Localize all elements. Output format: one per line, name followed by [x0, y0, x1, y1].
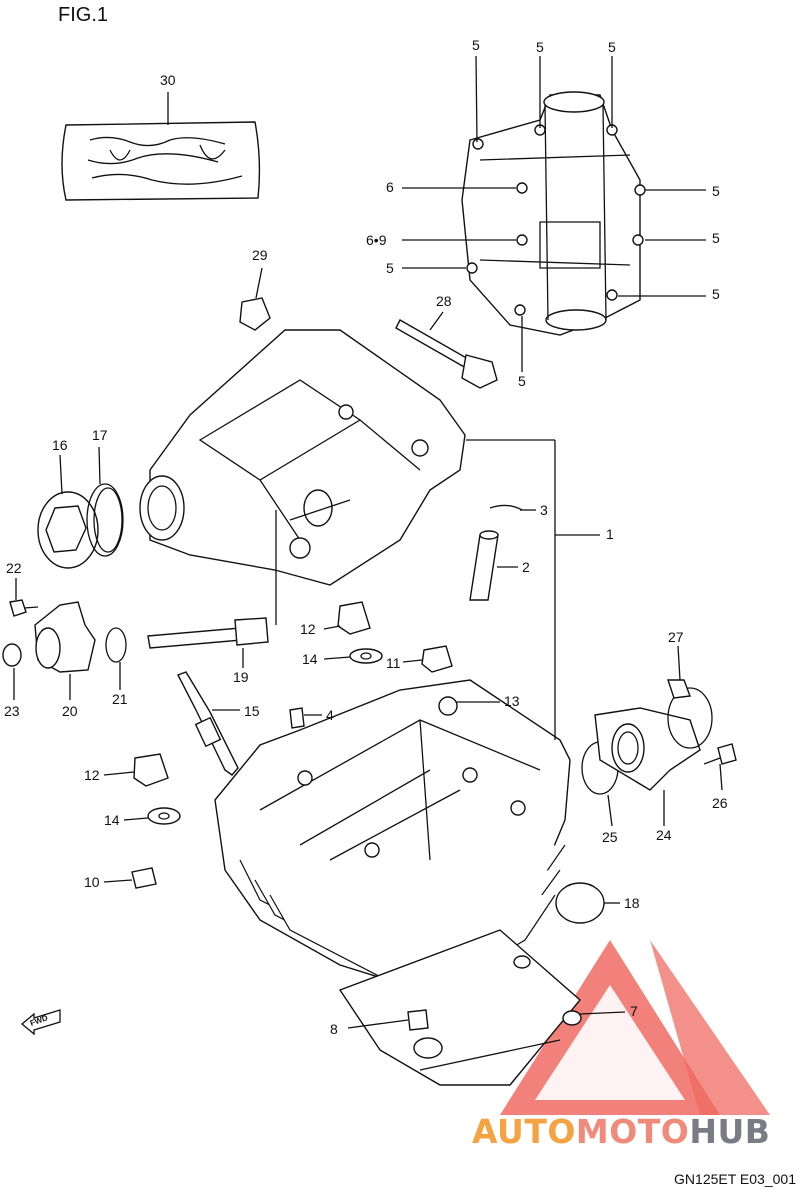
callout-5: 5	[712, 230, 720, 246]
cap-nut	[239, 297, 271, 331]
callout-4: 4	[326, 707, 334, 723]
callout-15: 15	[244, 703, 260, 719]
oil-seal	[105, 627, 127, 663]
valve-guide	[469, 530, 499, 601]
callout-23: 23	[4, 703, 20, 719]
stud-bolt	[395, 319, 498, 389]
callout-26: 26	[712, 795, 728, 811]
figure-title: FIG.1	[58, 4, 109, 26]
callout-3: 3	[540, 502, 548, 518]
watermark-logo-icon	[500, 940, 770, 1115]
callout-5: 5	[518, 373, 526, 389]
plug	[555, 882, 605, 924]
forward-arrow-icon	[20, 1009, 61, 1036]
callout-29: 29	[252, 247, 268, 263]
cap-10	[131, 867, 157, 889]
tachometer-gear-housing	[34, 601, 96, 673]
watermark-part-hub: HUB	[689, 1112, 771, 1151]
dowel-pin-4	[289, 707, 305, 729]
callout-30: 30	[160, 72, 176, 88]
watermark-part-moto: MOTO	[575, 1112, 690, 1151]
nut	[421, 645, 453, 673]
callout-22: 22	[6, 560, 22, 576]
head-cover	[461, 91, 646, 336]
callout-25: 25	[602, 829, 618, 845]
callout-6-9: 6•9	[366, 232, 387, 248]
watermark-text: AUTOMOTOHUB	[472, 1112, 770, 1151]
cap	[2, 643, 22, 667]
gasket-set-bag	[61, 92, 261, 201]
callout-5: 5	[712, 183, 720, 199]
callout-13: 13	[504, 693, 520, 709]
callout-5: 5	[472, 37, 480, 53]
o-ring	[86, 483, 124, 557]
hose-clamp	[667, 679, 713, 749]
intake-pipe	[594, 707, 701, 791]
callout-20: 20	[62, 703, 78, 719]
dowel-pin	[407, 1009, 429, 1031]
callout-21: 21	[112, 691, 128, 707]
callout-10: 10	[84, 874, 100, 890]
washer-left	[147, 807, 181, 825]
oil-filler-cap	[37, 491, 99, 569]
callout-1: 1	[606, 526, 614, 542]
callout-19: 19	[233, 669, 249, 685]
leader-lines	[13, 55, 723, 1029]
callout-5: 5	[536, 39, 544, 55]
valve-clip	[489, 504, 523, 511]
callout-24: 24	[656, 827, 672, 843]
callout-18: 18	[624, 895, 640, 911]
cylinder-head-upper-housing	[139, 329, 466, 586]
cylinder-head-gasket	[338, 929, 582, 1086]
callout-5: 5	[386, 260, 394, 276]
drawing-code: GN125ET E03_001	[674, 1171, 796, 1187]
callout-14: 14	[104, 812, 120, 828]
cylinder-head	[214, 440, 571, 1001]
callout-6: 6	[386, 179, 394, 195]
callout-16: 16	[52, 437, 68, 453]
callout-7: 7	[630, 1003, 638, 1019]
tachometer-shaft	[147, 510, 277, 649]
callout-12: 12	[84, 767, 100, 783]
screw	[703, 743, 737, 765]
callout-17: 17	[92, 427, 108, 443]
hex-bolt	[9, 599, 39, 617]
callout-14: 14	[302, 651, 318, 667]
callout-11: 11	[386, 655, 401, 671]
cap-nut-top	[337, 601, 371, 635]
washer-top	[349, 648, 383, 664]
cap-nut-left	[133, 753, 169, 787]
callout-27: 27	[668, 629, 684, 645]
callout-5: 5	[608, 39, 616, 55]
callout-12: 12	[300, 621, 316, 637]
callout-28: 28	[436, 293, 452, 309]
callout-8: 8	[330, 1021, 338, 1037]
watermark-part-auto: AUTO	[472, 1112, 576, 1151]
callout-2: 2	[522, 559, 530, 575]
spark-plug	[177, 671, 239, 776]
callout-5: 5	[712, 286, 720, 302]
